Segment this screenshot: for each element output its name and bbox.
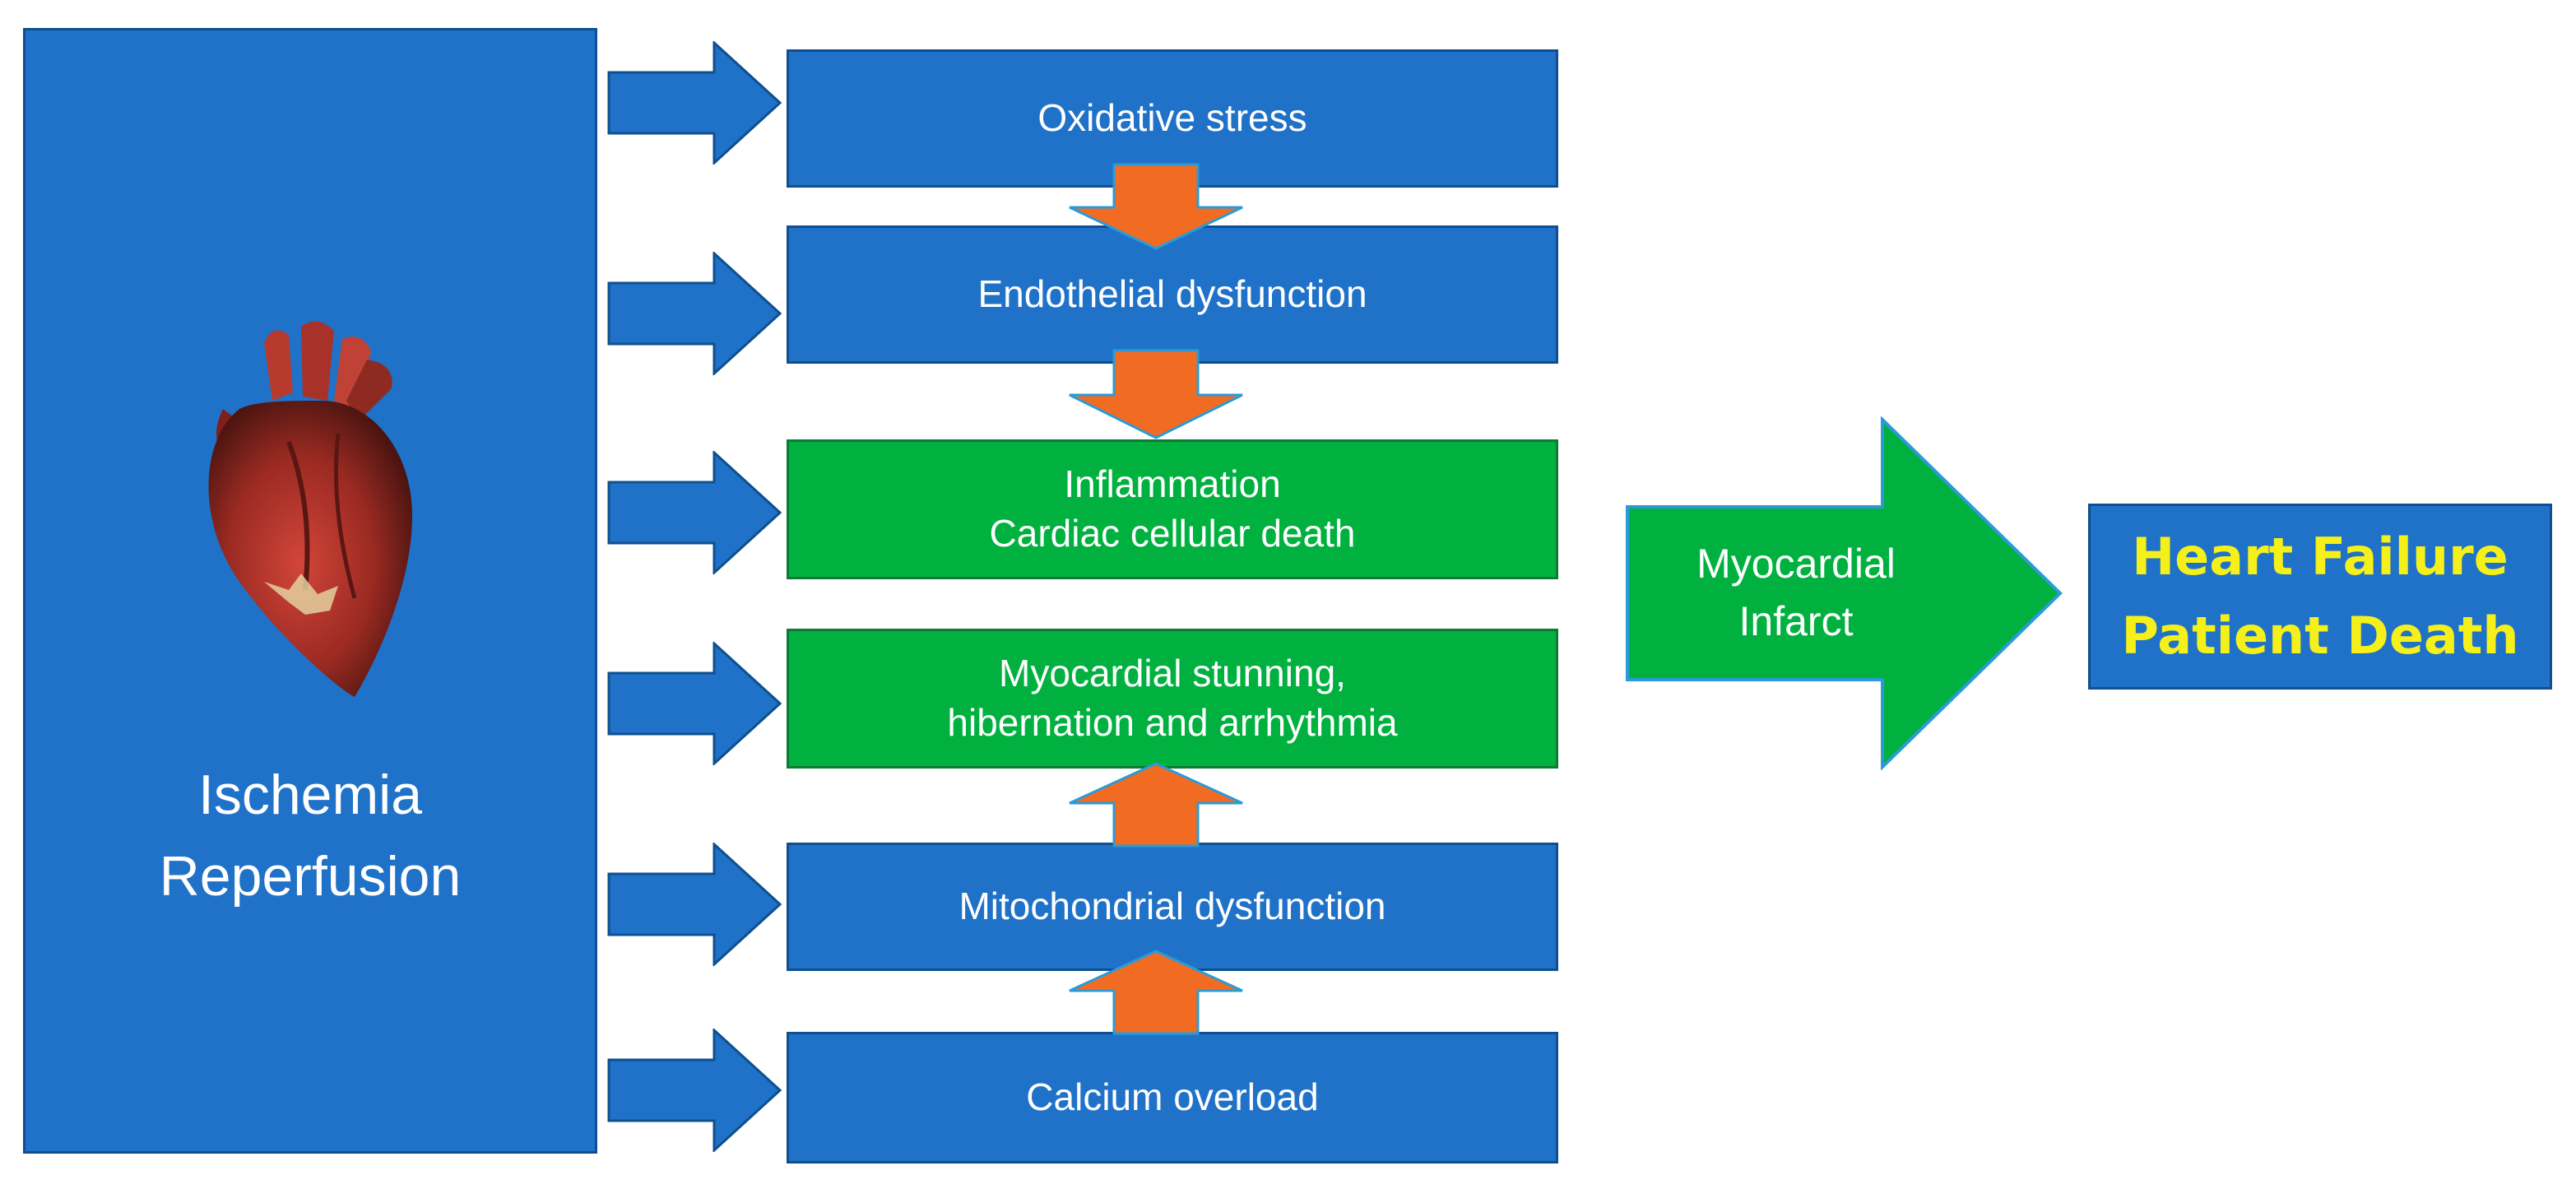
ischemia-reperfusion-label: Ischemia Reperfusion — [26, 755, 595, 917]
step-inflammation: Inflammation Cardiac cellular death — [787, 439, 1558, 579]
heart-image — [208, 321, 412, 697]
orange-down-arrow-icon — [1069, 163, 1243, 250]
step-3-line-1: Inflammation — [1064, 462, 1281, 506]
step-mitochondrial-dysfunction: Mitochondrial dysfunction — [787, 843, 1558, 971]
source-line-2: Reperfusion — [159, 844, 462, 908]
step-3-line-2: Cardiac cellular death — [989, 512, 1356, 555]
right-arrow-icon — [607, 1029, 782, 1152]
step-1-line-1: Oxidative stress — [1037, 96, 1307, 140]
step-myocardial-stunning: Myocardial stunning, hibernation and arr… — [787, 629, 1558, 769]
step-calcium-overload: Calcium overload — [787, 1032, 1558, 1164]
infarct-line-2: Infarct — [1738, 598, 1854, 644]
orange-down-arrow-icon — [1069, 349, 1243, 439]
orange-up-arrow-icon — [1069, 950, 1243, 1035]
ischemia-reperfusion-box: Ischemia Reperfusion — [23, 28, 597, 1154]
outcome-line-1: Heart Failure — [2132, 526, 2509, 587]
right-arrow-icon — [607, 252, 782, 375]
heart-failure-patient-death-box: Heart Failure Patient Death — [2088, 504, 2552, 690]
right-arrow-icon — [607, 642, 782, 765]
step-4-line-2: hibernation and arrhythmia — [947, 701, 1398, 744]
orange-up-arrow-icon — [1069, 762, 1243, 848]
step-4-line-1: Myocardial stunning, — [999, 652, 1346, 695]
step-2-line-1: Endothelial dysfunction — [977, 272, 1367, 316]
source-line-1: Ischemia — [197, 764, 423, 826]
right-arrow-icon — [607, 843, 782, 966]
outcome-line-2: Patient Death — [2121, 606, 2519, 666]
myocardial-infarct-label: Myocardial Infarct — [1631, 535, 1961, 650]
right-arrow-icon — [607, 41, 782, 165]
infarct-line-1: Myocardial — [1696, 541, 1896, 587]
step-6-line-1: Calcium overload — [1026, 1075, 1319, 1119]
right-arrow-icon — [607, 451, 782, 574]
step-5-line-1: Mitochondrial dysfunction — [958, 885, 1386, 928]
big-right-arrow-icon — [1626, 416, 2063, 770]
